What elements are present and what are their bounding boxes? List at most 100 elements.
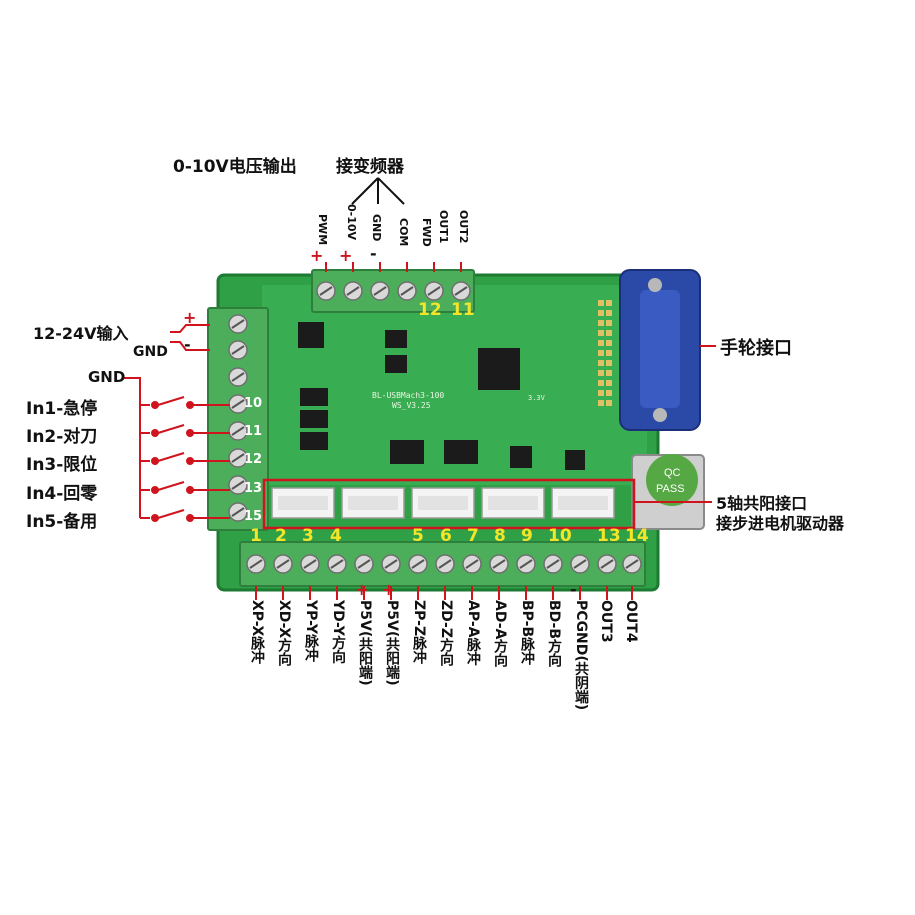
input-label-4: In4-回零 bbox=[26, 484, 98, 504]
qc-text-1: QC bbox=[664, 467, 681, 479]
bottom-terminal-block bbox=[239, 541, 646, 587]
bottom-screw-6 bbox=[381, 554, 401, 574]
bottom-label-9: AP-A脉冲 bbox=[465, 600, 481, 666]
bottom-pin-number-2: 2 bbox=[275, 526, 287, 546]
bottom-label-2: XD-X方向 bbox=[276, 600, 292, 667]
qc-text-2: PASS bbox=[656, 483, 685, 495]
power-gnd-label: GND bbox=[133, 344, 168, 360]
bottom-pin-number-12: 14 bbox=[625, 526, 649, 546]
pin-header bbox=[598, 300, 612, 406]
bottom-screw-10 bbox=[489, 554, 509, 574]
power-input-label: 12-24V输入 bbox=[33, 324, 129, 343]
bottom-screw-15 bbox=[622, 554, 642, 574]
bottom-label-13: PCGND(共阴端) bbox=[573, 600, 589, 711]
power-lines bbox=[170, 324, 210, 351]
top-pin-number-12: 12 bbox=[418, 300, 442, 320]
input-switch-4 bbox=[140, 481, 230, 494]
left-screw-1 bbox=[228, 314, 248, 334]
input-label-2: In2-对刀 bbox=[26, 427, 98, 447]
voltage-output-label: 0-10V电压输出 bbox=[173, 157, 297, 177]
bottom-label-4: YD-Y方向 bbox=[330, 600, 346, 664]
left-screw-5 bbox=[228, 421, 248, 441]
axis-connector-5 bbox=[551, 487, 615, 519]
top-pointer-lines bbox=[325, 262, 462, 272]
bottom-label-1: XP-X脉冲 bbox=[249, 600, 265, 665]
power-minus-sign: - bbox=[184, 335, 191, 354]
input-pin-4: 13 bbox=[244, 481, 263, 496]
pin-pwm: PWM bbox=[316, 214, 329, 246]
bottom-screw-3 bbox=[300, 554, 320, 574]
input-label-1: In1-急停 bbox=[26, 399, 98, 419]
bottom-sign-1: + bbox=[355, 580, 369, 599]
bottom-label-3: YP-Y脉冲 bbox=[303, 600, 319, 663]
bottom-label-12: BD-B方向 bbox=[546, 600, 562, 668]
bottom-label-6: P5V(共阳端) bbox=[384, 600, 400, 686]
top-screw-3 bbox=[370, 281, 390, 301]
input-switch-5 bbox=[140, 509, 230, 522]
bottom-screw-14 bbox=[597, 554, 617, 574]
silk-model: BL-USBMach3-100 bbox=[372, 391, 444, 400]
v010-plus-sign: + bbox=[339, 246, 353, 265]
bottom-sign-2: + bbox=[382, 580, 396, 599]
input-pin-5: 15 bbox=[244, 509, 263, 524]
pin-gnd: GND bbox=[370, 214, 383, 242]
left-terminal-block bbox=[207, 307, 269, 531]
bottom-pin-number-6: 6 bbox=[440, 526, 452, 546]
bottom-label-10: AD-A方向 bbox=[492, 600, 508, 668]
vga-connector bbox=[619, 269, 701, 431]
optocouplers bbox=[298, 322, 585, 470]
axis-connector-3 bbox=[411, 487, 475, 519]
inverter-label: 接变频器 bbox=[336, 157, 404, 177]
bottom-pin-number-7: 7 bbox=[467, 526, 479, 546]
bottom-pin-number-10: 10 bbox=[548, 526, 572, 546]
bottom-screw-13 bbox=[570, 554, 590, 574]
bottom-screw-5 bbox=[354, 554, 374, 574]
bottom-pin-number-1: 1 bbox=[250, 526, 262, 546]
top-screw-4 bbox=[397, 281, 417, 301]
top-terminal-block bbox=[311, 269, 475, 313]
input-gnd-bus bbox=[124, 377, 141, 518]
axis-label-line2: 接步进电机驱动器 bbox=[716, 514, 845, 533]
input-pin-1: 10 bbox=[244, 396, 263, 411]
input-gnd-label: GND bbox=[88, 368, 126, 386]
bottom-screw-11 bbox=[516, 554, 536, 574]
input-switch-2 bbox=[140, 424, 230, 437]
input-switch-3 bbox=[140, 452, 230, 465]
bottom-pointer-lines bbox=[255, 586, 633, 600]
axis-connector-4 bbox=[481, 487, 545, 519]
bottom-screw-4 bbox=[327, 554, 347, 574]
left-screw-8 bbox=[228, 502, 248, 522]
main-chip bbox=[478, 348, 520, 390]
left-screw-6 bbox=[228, 448, 248, 468]
pin-fwd: FWD bbox=[420, 218, 433, 247]
pin-out2: OUT2 bbox=[457, 210, 470, 244]
input-switch-1 bbox=[140, 396, 230, 409]
bottom-pin-number-8: 8 bbox=[494, 526, 506, 546]
bottom-screw-2 bbox=[273, 554, 293, 574]
pwm-plus-sign: + bbox=[310, 246, 324, 265]
qc-pass-sticker bbox=[646, 454, 698, 506]
bottom-label-5: P5V(共阳端) bbox=[357, 600, 373, 686]
bottom-screw-7 bbox=[408, 554, 428, 574]
bottom-pin-number-5: 5 bbox=[412, 526, 424, 546]
bottom-pin-number-3: 3 bbox=[302, 526, 314, 546]
left-screw-3 bbox=[228, 367, 248, 387]
bottom-label-11: BP-B脉冲 bbox=[519, 600, 535, 666]
bottom-label-14: OUT3 bbox=[598, 600, 614, 643]
pin-out1: OUT1 bbox=[437, 210, 450, 244]
input-pin-2: 11 bbox=[244, 424, 263, 439]
left-screw-2 bbox=[228, 340, 248, 360]
pin-0-10v: 0-10V bbox=[345, 204, 358, 241]
left-screw-7 bbox=[228, 475, 248, 495]
inverter-bracket bbox=[351, 177, 405, 205]
bottom-label-15: OUT4 bbox=[623, 600, 639, 643]
bottom-screw-9 bbox=[462, 554, 482, 574]
top-pin-number-11: 11 bbox=[451, 300, 475, 320]
top-screw-2 bbox=[343, 281, 363, 301]
input-label-5: In5-备用 bbox=[26, 512, 98, 532]
gnd-minus-sign: - bbox=[370, 244, 377, 263]
axis-connectors bbox=[271, 487, 615, 519]
axis-highlight-box bbox=[262, 478, 636, 530]
axis-connector-2 bbox=[341, 487, 405, 519]
